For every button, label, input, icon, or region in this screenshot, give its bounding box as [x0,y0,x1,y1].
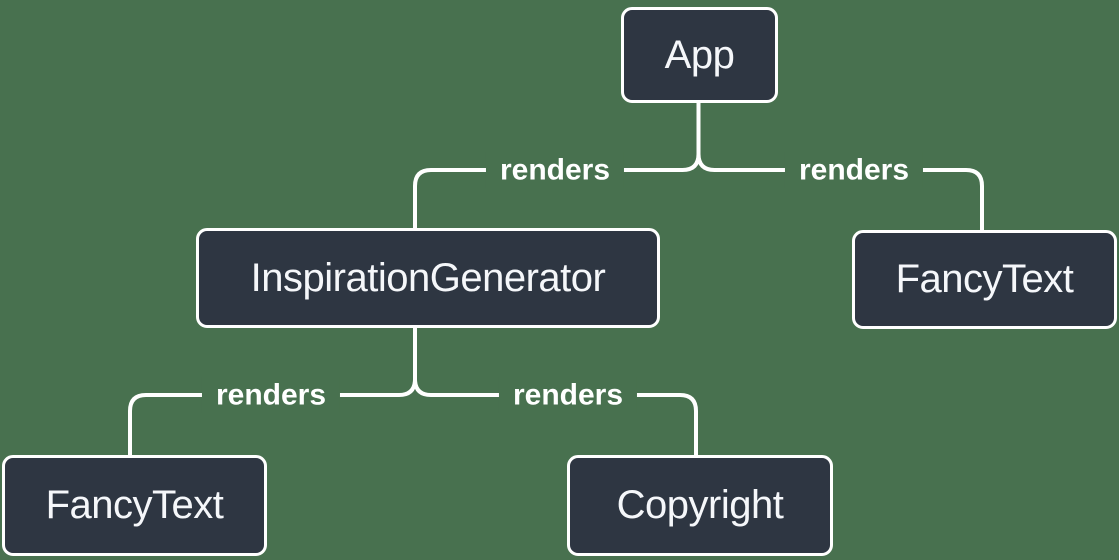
node-label: FancyText [45,483,224,527]
node-label: Copyright [616,483,784,527]
node-fancy-text-top: FancyText [852,230,1117,329]
edge-label-renders: renders [498,376,638,414]
node-copyright: Copyright [567,455,833,556]
node-label: App [664,32,735,77]
node-label: InspirationGenerator [250,255,606,300]
node-app: App [621,7,778,103]
node-label: FancyText [895,257,1074,301]
node-fancy-text-bottom: FancyText [2,455,267,556]
edge-label-renders: renders [485,151,625,189]
edge-label-renders: renders [201,376,341,414]
node-inspiration-generator: InspirationGenerator [196,228,660,328]
edge-label-renders: renders [784,151,924,189]
